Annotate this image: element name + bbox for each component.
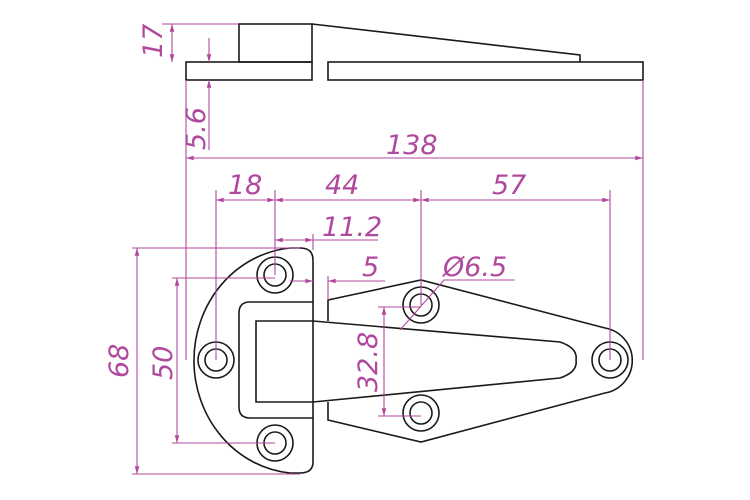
hole-icon [402, 394, 440, 432]
left-plate [193, 247, 314, 474]
base-plate-left [185, 61, 313, 81]
diameter-leader [399, 279, 515, 331]
right-plate [327, 279, 634, 443]
knuckle-block [238, 23, 313, 63]
base-plate-right [327, 61, 644, 81]
dim-57: 57 [492, 170, 526, 201]
side-view [185, 23, 644, 81]
recess [238, 301, 313, 419]
dim-68: 68 [104, 344, 135, 378]
dim-diameter: Ø6.5 [442, 252, 507, 283]
dim-18: 18 [228, 170, 262, 201]
sloped-leaf [311, 23, 581, 62]
leaf-tongue [312, 320, 577, 403]
mounting-holes [197, 256, 629, 462]
front-view [193, 247, 634, 474]
dim-11-2: 11.2 [322, 212, 382, 243]
dim-50: 50 [148, 346, 179, 380]
dimensions: 17 5.6 138 18 44 57 11.2 5 Ø6.5 [104, 23, 644, 475]
dim-32-8: 32.8 [353, 332, 384, 392]
dim-5: 5 [362, 252, 379, 283]
dim-44: 44 [325, 170, 359, 201]
dim-17: 17 [138, 24, 169, 58]
dim-138: 138 [386, 130, 438, 161]
leaf-root [255, 320, 313, 403]
